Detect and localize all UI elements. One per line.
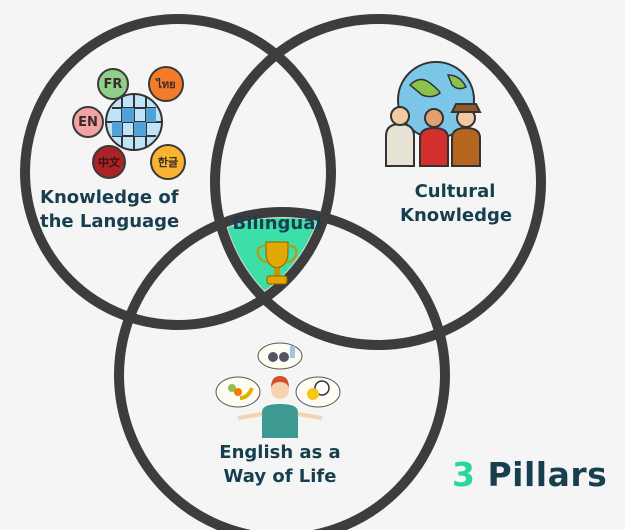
language-bubble-fr: FR — [97, 68, 129, 100]
culture-label: Cultural Knowledge — [400, 180, 513, 228]
title-text: Pillars — [487, 455, 608, 494]
language-circle — [20, 14, 336, 330]
lifestyle-label-line2: Way of Life — [223, 466, 337, 487]
lifestyle-label: English as a Way of Life — [215, 441, 345, 489]
culture-label-line1: Cultural — [414, 181, 496, 202]
lifestyle-circle — [114, 207, 450, 530]
language-bubble-thai: ไทย — [148, 66, 184, 102]
language-bubble-ko: 한글 — [150, 144, 186, 180]
bilingual-label: Bilingual — [232, 213, 322, 234]
trophy-icon — [256, 241, 298, 285]
language-bubble-zh: 中文 — [92, 145, 126, 179]
globe-people-icon — [385, 61, 482, 167]
language-label-line2: the Language — [40, 211, 180, 232]
page-title: 3 Pillars — [452, 455, 607, 494]
lifestyle-label-line1: English as a — [219, 442, 341, 463]
language-label: Knowledge of the Language — [40, 186, 179, 234]
language-label-line1: Knowledge of — [40, 187, 179, 208]
globe-languages-icon — [105, 93, 163, 151]
culture-circle — [210, 14, 546, 350]
culture-label-line2: Knowledge — [400, 205, 513, 226]
title-number: 3 — [452, 455, 476, 494]
person-thinking-icon — [215, 342, 341, 438]
language-bubble-en: EN — [72, 106, 104, 138]
